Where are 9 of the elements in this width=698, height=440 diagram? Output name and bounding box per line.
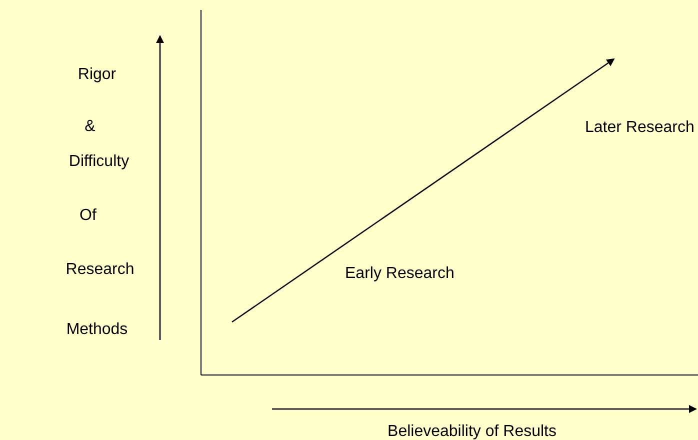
axis-label: Of: [80, 206, 96, 226]
axis-label: &: [84, 117, 96, 137]
axis-label: Believeability of Results: [388, 422, 556, 440]
axis-label: Rigor: [78, 65, 116, 85]
trend-label: Later Research: [585, 118, 695, 138]
axis-label: Methods: [66, 320, 128, 340]
axis-label: Difficulty: [68, 152, 130, 172]
trend-label: Early Research: [345, 264, 455, 284]
axis-label: Research: [66, 260, 134, 280]
